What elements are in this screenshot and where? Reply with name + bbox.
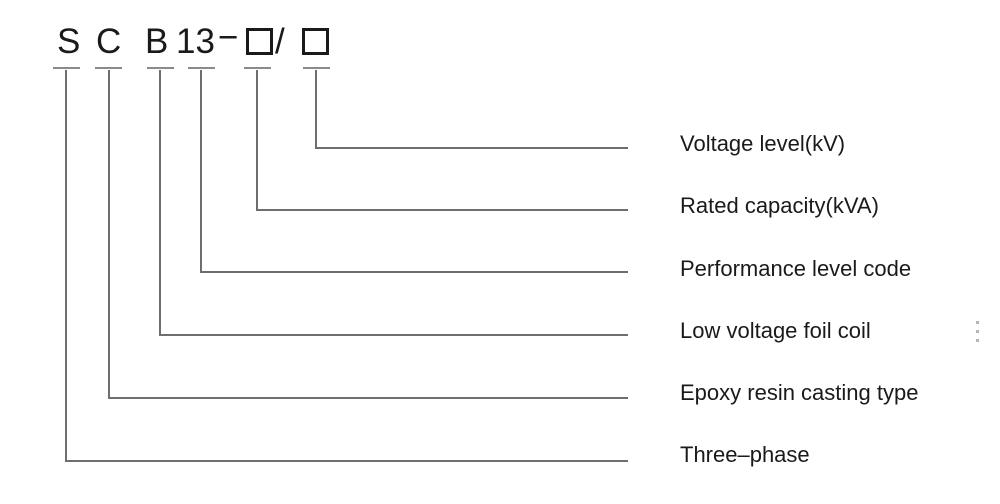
code-letter-b: B: [145, 22, 169, 61]
connector-line-foil-coil: [159, 70, 628, 336]
label-low-voltage-foil-coil: Low voltage foil coil: [680, 318, 871, 343]
connector-line-capacity: [256, 70, 628, 211]
underline-tick-capacity-box: [244, 67, 271, 69]
code-slash: /: [275, 22, 285, 61]
underline-tick-voltage-box: [303, 67, 330, 69]
connector-line-voltage: [315, 70, 628, 149]
label-performance-level-code: Performance level code: [680, 256, 912, 281]
label-three-phase: Three–phase: [680, 442, 810, 467]
code-letter-c: C: [96, 22, 122, 61]
voltage-placeholder-box: [302, 28, 329, 55]
label-rated-capacity: Rated capacity(kVA): [680, 193, 879, 218]
vertical-ellipsis-icon: [976, 321, 979, 342]
connector-line-three-phase: [65, 70, 628, 462]
ellipsis-dot: [976, 339, 979, 342]
connector-line-performance: [200, 70, 628, 273]
underline-tick-c: [95, 67, 122, 69]
label-epoxy-resin-casting-type: Epoxy resin casting type: [680, 380, 919, 405]
code-letter-s: S: [57, 22, 81, 61]
code-number-13: 13: [176, 22, 215, 61]
underline-tick-b: [147, 67, 174, 69]
underline-tick-s: [53, 67, 80, 69]
capacity-placeholder-box: [246, 28, 273, 55]
code-dash: −: [218, 18, 239, 57]
ellipsis-dot: [976, 330, 979, 333]
label-voltage-level: Voltage level(kV): [680, 131, 846, 156]
ellipsis-dot: [976, 321, 979, 324]
connector-line-epoxy-resin: [108, 70, 628, 399]
underline-tick-13: [188, 67, 215, 69]
